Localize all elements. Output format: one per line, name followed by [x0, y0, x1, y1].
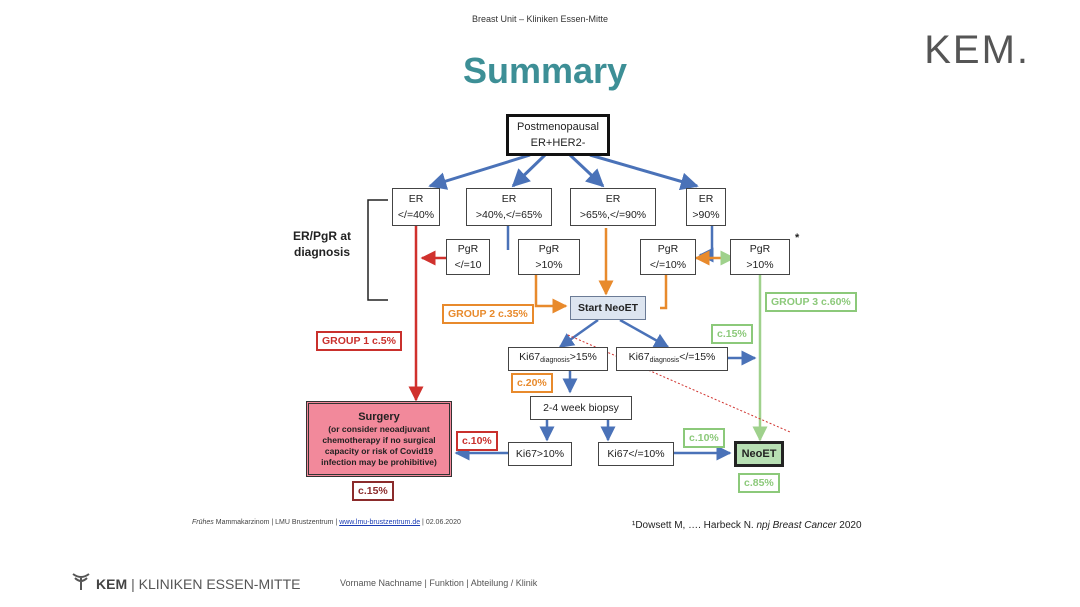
citation-journal: npj Breast Cancer: [756, 520, 837, 531]
pgr-le10-b-line-1: PgR: [657, 243, 679, 255]
start-neoet-label: Start NeoET: [577, 302, 639, 314]
bottom-logo: KEM | KLINIKEN ESSEN-MITTE: [70, 573, 300, 594]
er-40-65-line-2: >40%,</=65%: [475, 209, 543, 221]
er-65-90-line-1: ER: [605, 193, 621, 205]
c85-label: c.85%: [738, 473, 780, 493]
biopsy-node: 2-4 week biopsy: [530, 396, 632, 420]
footer-italic: Frühes: [192, 519, 214, 526]
ki67-le10-node: Ki67</=10%: [598, 442, 674, 466]
ki67-low-label: Ki67diagnosis</=15%: [617, 349, 727, 369]
header-text: Breast Unit – Kliniken Essen-Mitte: [471, 14, 609, 24]
ki67-low-sub: diagnosis: [649, 357, 680, 364]
citation-year: 2020: [836, 520, 862, 531]
er-le40-line-2: </=40%: [397, 209, 435, 221]
pgr-gt10-b-line-2: >10%: [746, 259, 774, 271]
surgery-note: (or consider neoadjuvant chemotherapy if…: [321, 424, 437, 467]
ki67-low-prefix: Ki67: [628, 351, 650, 363]
pgr-le10-node: PgR </=10: [446, 239, 490, 275]
kem-emblem-icon: [70, 573, 92, 594]
footer-text: Mammakarzinom | LMU Brustzentrum |: [213, 519, 340, 526]
ki67-high-sub: diagnosis: [540, 357, 570, 364]
ki67-le10-label: Ki67</=10%: [607, 448, 665, 460]
c10-right-label: c.10%: [683, 428, 725, 448]
logo-name: | KLINIKEN ESSEN-MITTE: [131, 575, 301, 592]
er-gt90-line-1: ER: [698, 193, 714, 205]
brand-logo: KEM.: [924, 28, 1030, 72]
er-gt90-line-2: >90%: [692, 209, 720, 221]
neoet-node: NeoET: [734, 441, 784, 467]
ki67-gt10-node: Ki67>10%: [508, 442, 572, 466]
pgr-gt10-a-node: PgR >10%: [518, 239, 580, 275]
pgr-gt10-a-line-2: >10%: [535, 259, 563, 271]
pgr-gt10-b-node: PgR >10%: [730, 239, 790, 275]
ki67-high-suffix: >15%: [569, 351, 597, 363]
ki67-low-suffix: </=15%: [679, 351, 716, 363]
start-neoet-node: Start NeoET: [570, 296, 646, 320]
slide-title: Summary: [462, 50, 628, 91]
c10-left-label: c.10%: [456, 431, 498, 451]
group1-label: GROUP 1 c.5%: [316, 331, 402, 351]
er-65-90-line-2: >65%,</=90%: [579, 209, 647, 221]
root-line-1: Postmenopausal: [517, 121, 599, 133]
logo-kem: KEM: [96, 575, 128, 592]
footnote-star: *: [795, 232, 800, 244]
footer-link[interactable]: www.lmu-brustzentrum.de: [339, 519, 421, 526]
er-le40-line-1: ER: [408, 193, 424, 205]
pgr-gt10-b-line-1: PgR: [749, 243, 771, 255]
bottom-info: Vorname Nachname | Funktion | Abteilung …: [340, 578, 538, 588]
root-line-2: ER+HER2-: [530, 137, 586, 149]
citation-authors: ¹Dowsett M, …. Harbeck N.: [632, 520, 757, 531]
er-gt90-node: ER >90%: [686, 188, 726, 226]
er-le40-node: ER </=40%: [392, 188, 440, 226]
pgr-le10-b-node: PgR </=10%: [640, 239, 696, 275]
ki67-high-node: Ki67diagnosis>15%: [508, 347, 608, 371]
surgery-title: Surgery: [358, 411, 400, 423]
er-65-90-node: ER >65%,</=90%: [570, 188, 656, 226]
footer-citation: ¹Dowsett M, …. Harbeck N. npj Breast Can…: [632, 520, 862, 531]
group3-label: GROUP 3 c.60%: [765, 292, 857, 312]
root-node: Postmenopausal ER+HER2-: [506, 114, 610, 156]
surgery-node: Surgery (or consider neoadjuvant chemoth…: [306, 401, 452, 477]
ki67-high-prefix: Ki67: [519, 351, 541, 363]
ki67-gt10-label: Ki67>10%: [515, 448, 565, 460]
c20-label: c.20%: [511, 373, 553, 393]
ki67-low-node: Ki67diagnosis</=15%: [616, 347, 728, 371]
pgr-le10-b-line-2: </=10%: [649, 259, 687, 271]
biopsy-label: 2-4 week biopsy: [543, 402, 619, 414]
group2-label: GROUP 2 c.35%: [442, 304, 534, 324]
c15-bottom-label: c.15%: [352, 481, 394, 501]
footer-left: Frühes Mammakarzinom | LMU Brustzentrum …: [192, 519, 461, 526]
footer-date: | 02.06.2020: [420, 519, 461, 526]
ki67-high-label: Ki67diagnosis>15%: [509, 349, 607, 369]
er-40-65-node: ER >40%,</=65%: [466, 188, 552, 226]
pgr-le10-line-1: PgR: [457, 243, 479, 255]
er-pgr-label: ER/PgR at diagnosis: [292, 229, 351, 259]
pgr-gt10-a-line-1: PgR: [538, 243, 560, 255]
c15-top-label: c.15%: [711, 324, 753, 344]
er-40-65-line-1: ER: [501, 193, 517, 205]
pgr-le10-line-2: </=10: [454, 259, 482, 271]
neoet-label: NeoET: [741, 448, 777, 460]
